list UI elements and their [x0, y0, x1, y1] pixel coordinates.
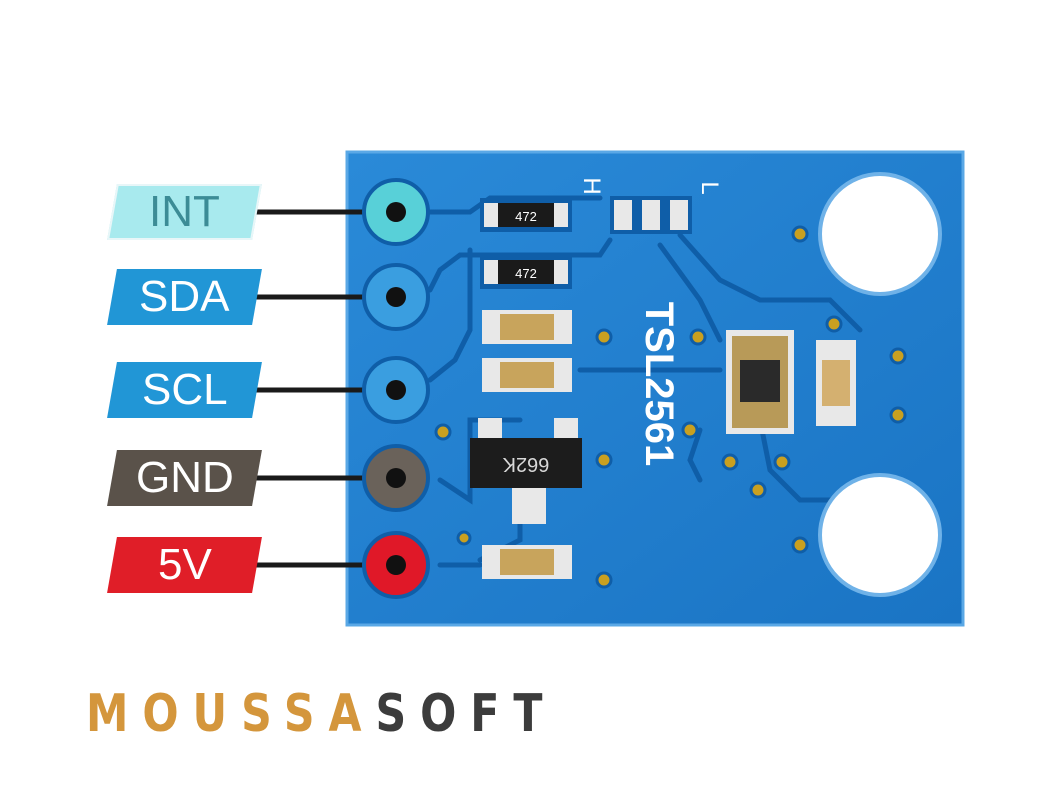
pin-label-text: 5V: [157, 540, 212, 589]
tsl2561-sensor: [726, 330, 794, 434]
jumper-pads: H L: [578, 177, 723, 234]
pin-label-sda: SDA: [107, 269, 262, 325]
capacitor-c2: [482, 358, 572, 392]
resistor-r1: 472: [480, 198, 572, 232]
pin-label-text: SDA: [139, 272, 230, 321]
pin-label-scl: SCL: [107, 362, 262, 418]
logo-part1: MOUSSA: [86, 684, 376, 744]
moussasoft-logo: MOUSSASOFT: [86, 684, 556, 744]
resistor-r1-mark: 472: [515, 209, 537, 224]
jumper-h-mark: H: [578, 177, 605, 194]
pin-hole: [386, 202, 406, 222]
voltage-regulator: 662K: [470, 418, 582, 524]
vias: [434, 225, 907, 589]
pin-label-text: SCL: [141, 365, 228, 414]
pin-hole: [386, 380, 406, 400]
logo-part2: SOFT: [375, 684, 557, 744]
mounting-holes: [818, 172, 942, 597]
pin-label-text: GND: [135, 453, 234, 502]
pin-label-gnd: GND: [107, 450, 262, 506]
pin-hole: [386, 287, 406, 307]
resistor-r2: 472: [480, 255, 572, 289]
regulator-mark: 662K: [502, 453, 549, 475]
jumper-l-mark: L: [696, 181, 723, 194]
pin-label-5v: 5V: [107, 537, 262, 593]
pin-hole: [386, 555, 406, 575]
chip-silkscreen: TSL2561: [637, 302, 681, 467]
capacitor-c1: [482, 310, 572, 344]
resistor-r2-mark: 472: [515, 266, 537, 281]
pin-pads: [362, 178, 430, 599]
pin-wires: [255, 209, 380, 568]
pin-hole: [386, 468, 406, 488]
led-component: [816, 340, 856, 426]
capacitor-c3: [482, 545, 572, 579]
pin-label-int: INT: [107, 184, 262, 240]
pin-label-text: INT: [149, 187, 220, 236]
